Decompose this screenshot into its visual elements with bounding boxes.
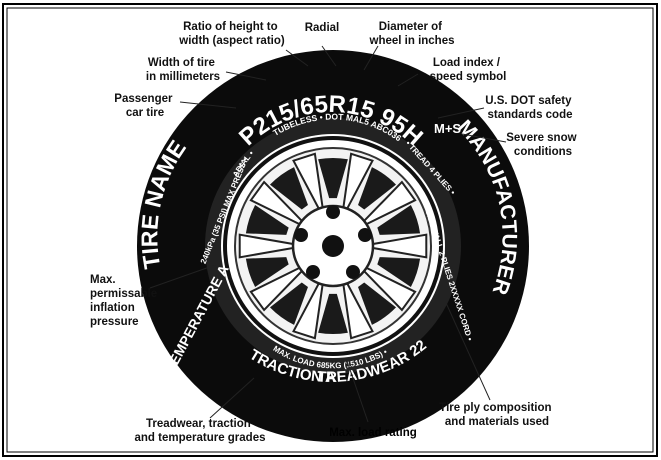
svg-text:Width of tire in millime: Width of tire in millimeters <box>146 57 220 83</box>
lug-nut-3 <box>346 265 360 279</box>
label-passenger-line2: car tire <box>126 107 164 119</box>
svg-text:U.S. DOT safety standard: U.S. DOT safety standards code <box>485 95 574 121</box>
svg-text:Severe snow conditions: Severe snow conditions <box>506 132 580 158</box>
lug-nut-1 <box>326 205 340 219</box>
label-diameter-line1: Diameter of <box>379 21 442 33</box>
wheel-hub <box>293 205 373 286</box>
label-inflation-line2: permissable <box>90 288 157 300</box>
label-grades-line1: Treadwear, traction <box>146 418 251 430</box>
label-dot-line1: U.S. DOT safety <box>485 95 572 107</box>
label-dot-line2: standards code <box>488 109 573 121</box>
label-ply-line2: and materials used <box>445 416 549 428</box>
svg-text:Tire ply composition and: Tire ply composition and materials used <box>439 402 554 428</box>
label-snow-line2: conditions <box>514 146 572 158</box>
label-ratio-line2: width (aspect ratio) <box>178 35 285 47</box>
label-grades-line2: and temperature grades <box>134 432 265 444</box>
svg-text:M+S: M+S <box>434 121 461 136</box>
label-diameter-line2: wheel in inches <box>369 35 455 47</box>
label-load-line1: Load index / <box>433 57 501 69</box>
label-load-line2: speed symbol <box>430 71 507 83</box>
lug-nut-2 <box>358 228 372 242</box>
label-ply-line1: Tire ply composition <box>439 402 551 414</box>
svg-text:Ratio of height to width: Ratio of height to width (aspect ratio) <box>178 21 285 47</box>
label-radial: Radial <box>305 22 340 34</box>
label-width-line1: Width of tire <box>148 57 215 69</box>
svg-text:Load index / speed symbo: Load index / speed symbol <box>430 57 507 83</box>
lug-nut-5 <box>294 228 308 242</box>
label-width-line2: in millimeters <box>146 71 220 83</box>
svg-text:Passenger car tire: Passenger car tire <box>114 93 175 119</box>
label-inflation-line4: pressure <box>90 316 139 328</box>
center-cap <box>322 235 344 257</box>
label-snow-line1: Severe snow <box>506 132 576 144</box>
label-ratio-line1: Ratio of height to <box>183 21 278 33</box>
label-passenger-line1: Passenger <box>114 93 173 105</box>
lug-nut-4 <box>306 265 320 279</box>
label-inflation-line1: Max. <box>90 274 116 286</box>
label-inflation-line3: inflation <box>90 302 135 314</box>
ms-text: M+S <box>434 121 461 136</box>
label-load-rating: Max. load rating <box>329 427 417 439</box>
svg-text:Diameter of wheel in inc: Diameter of wheel in inches <box>369 21 455 47</box>
svg-text:Treadwear, traction and: Treadwear, traction and temperature grad… <box>134 418 265 444</box>
